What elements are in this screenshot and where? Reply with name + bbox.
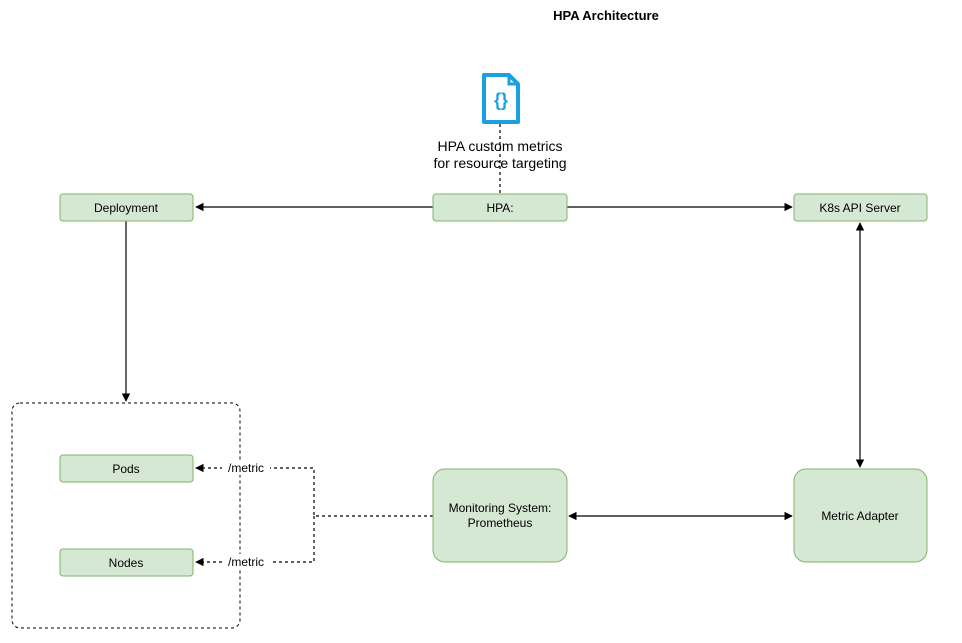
hpa-note-line1: HPA custom metrics: [438, 138, 563, 154]
pods-label: Pods: [112, 462, 139, 476]
monitoring-label-line1: Monitoring System:: [449, 501, 552, 515]
json-braces-glyph: {}: [494, 90, 508, 110]
json-file-icon: {}: [482, 73, 520, 124]
pods-node[interactable]: Pods: [59, 454, 194, 483]
nodes-node[interactable]: Nodes: [59, 548, 194, 577]
deployment-node[interactable]: Deployment: [59, 193, 194, 222]
k8s-api-server-label: K8s API Server: [819, 201, 900, 215]
edge-label-nodes-metric: /metric: [228, 555, 264, 569]
edge-label-pods-metric: /metric: [228, 461, 264, 475]
nodes-label: Nodes: [109, 556, 144, 570]
deployment-label: Deployment: [94, 201, 159, 215]
monitoring-label-line2: Prometheus: [468, 516, 533, 530]
metric-adapter-label: Metric Adapter: [821, 509, 898, 523]
diagram-title: HPA Architecture: [553, 8, 659, 23]
edges: [121, 115, 865, 567]
k8s-api-server-node[interactable]: K8s API Server: [793, 193, 928, 222]
hpa-node[interactable]: HPA:: [432, 193, 568, 222]
edge-monitoring-to-pods: [195, 463, 433, 517]
pods-nodes-container: [11, 402, 241, 629]
hpa-label: HPA:: [486, 201, 513, 215]
metric-adapter-node[interactable]: Metric Adapter: [793, 468, 928, 563]
monitoring-system-node[interactable]: Monitoring System: Prometheus: [432, 468, 568, 563]
hpa-note-line2: for resource targeting: [433, 155, 566, 171]
